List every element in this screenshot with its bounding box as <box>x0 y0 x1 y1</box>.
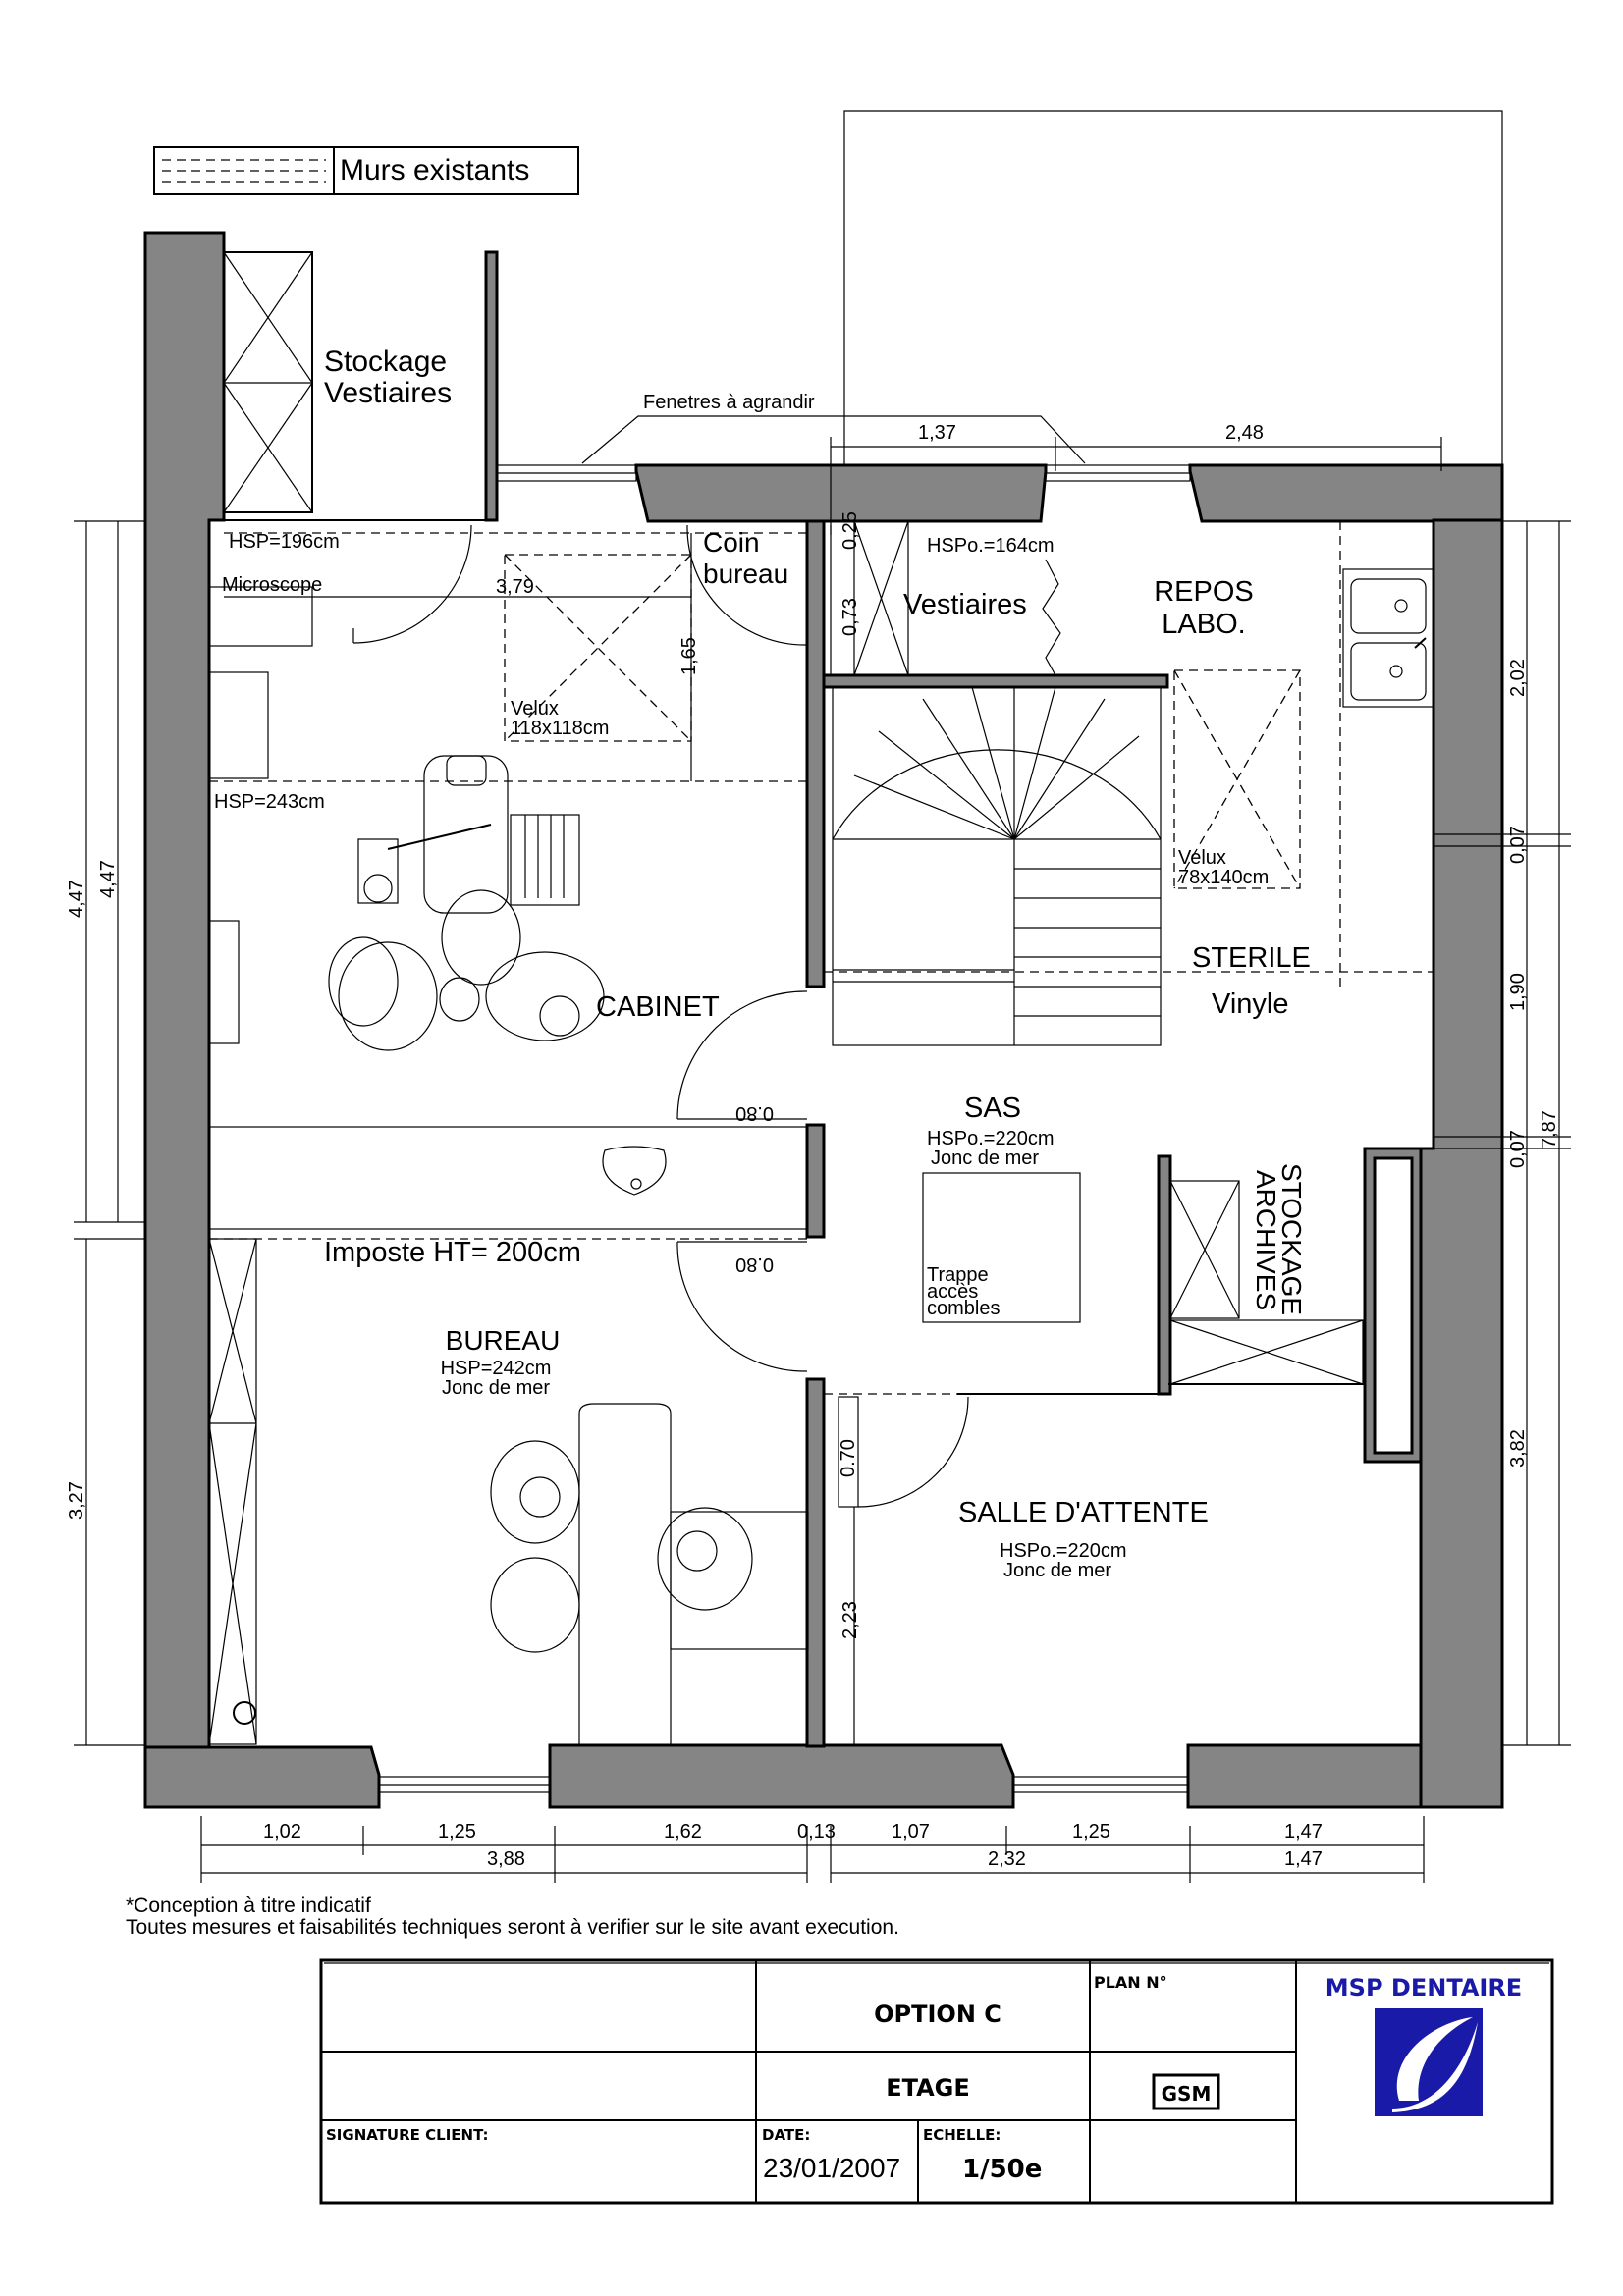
windows <box>378 464 1191 1793</box>
dim-165: 1,65 <box>678 637 700 675</box>
door-label-3: 0.70 <box>838 1439 859 1477</box>
door-label-2: 0.80 <box>735 1254 774 1275</box>
balcony-outline <box>843 110 1503 466</box>
dim-202: 2,02 <box>1507 659 1529 697</box>
label-bureau-hsp: HSP=242cm <box>441 1358 552 1379</box>
dim-137: 1,37 <box>918 422 956 444</box>
dim-b-125b: 1,25 <box>1072 1821 1110 1842</box>
dim-382: 3,82 <box>1507 1429 1529 1468</box>
dim-190: 1,90 <box>1507 973 1529 1011</box>
label-sas: SAS <box>964 1093 1021 1124</box>
label-hsp243: HSP=243cm <box>214 791 325 813</box>
gsm-logo-text: GSM <box>1162 2082 1212 2106</box>
dim-b-125: 1,25 <box>438 1821 476 1842</box>
label-archives: ARCHIVES <box>1251 1170 1281 1310</box>
label-sterile: STERILE <box>1192 942 1311 974</box>
label-acces: accès <box>927 1281 978 1303</box>
dim-248: 2,48 <box>1225 422 1264 444</box>
label-velux2-size: 78x140cm <box>1178 867 1269 888</box>
dim-007b: 0,07 <box>1507 1130 1529 1168</box>
title-echelle-label: ECHELLE: <box>923 2126 1001 2144</box>
dim-327: 3,27 <box>66 1481 87 1520</box>
dim-447b: 4,47 <box>97 860 119 898</box>
label-salle-attente: SALLE D'ATTENTE <box>958 1497 1209 1528</box>
legend-label: Murs existants <box>340 154 529 187</box>
label-vestiaires-top: Vestiaires <box>324 377 452 409</box>
label-imposte: Imposte HT= 200cm <box>324 1237 581 1268</box>
company-logo <box>1375 2008 1483 2116</box>
label-vestiaires: Vestiaires <box>903 589 1027 620</box>
doors <box>352 524 969 1508</box>
label-vinyle: Vinyle <box>1212 988 1288 1020</box>
title-plan-label: PLAN N° <box>1094 1973 1167 1992</box>
dim-b-162: 1,62 <box>664 1821 702 1842</box>
dimension-lines <box>74 437 1571 1883</box>
label-bureau-sol: Jonc de mer <box>442 1377 550 1399</box>
dim-787: 7,87 <box>1539 1110 1560 1148</box>
dim-073: 0,73 <box>839 598 861 636</box>
label-fenetres: Fenetres à agrandir <box>643 392 815 413</box>
label-sas-hsp: HSPo.=220cm <box>927 1128 1055 1149</box>
title-block: OPTION C ETAGE PLAN N° SIGNATURE CLIENT:… <box>319 1958 1554 2205</box>
dental-chair <box>328 755 605 1051</box>
storage-cabinet <box>209 251 486 521</box>
dim-b2-232: 2,32 <box>988 1848 1026 1870</box>
dim-379: 3,79 <box>496 576 534 598</box>
note-2: Toutes mesures et faisabilités technique… <box>126 1916 899 1939</box>
title-signature: SIGNATURE CLIENT: <box>326 2126 488 2144</box>
gsm-logo: GSM <box>1152 2073 1220 2110</box>
room-labels: Stockage Vestiaires Fenetres à agrandir … <box>214 346 1311 1581</box>
label-velux1-size: 118x118cm <box>511 718 609 739</box>
dim-b2-388: 3,88 <box>487 1848 525 1870</box>
staircase <box>832 686 1162 1046</box>
bureau-desk <box>490 1403 809 1746</box>
dim-b-013: 0,13 <box>797 1821 836 1842</box>
title-option: OPTION C <box>874 2001 1001 2028</box>
label-stockage-archives: STOCKAGE <box>1276 1163 1307 1315</box>
label-salle-sol: Jonc de mer <box>1003 1560 1111 1581</box>
bureau-cabinet <box>208 1238 257 1745</box>
label-sas-sol: Jonc de mer <box>931 1148 1039 1169</box>
label-velux2: Velux <box>1178 847 1226 869</box>
label-bureau: BUREAU <box>446 1325 561 1356</box>
label-repos: REPOS <box>1154 576 1254 608</box>
company-name: MSP DENTAIRE <box>1325 1974 1522 2002</box>
label-trappe: Trappe <box>927 1264 989 1286</box>
label-labo: LABO. <box>1162 609 1245 640</box>
dim-b-147: 1,47 <box>1284 1821 1323 1842</box>
label-hsp196: HSP=196cm <box>229 531 340 553</box>
dim-025: 0,25 <box>839 511 861 550</box>
label-bureau-coin: bureau <box>703 559 788 589</box>
dim-b-107: 1,07 <box>892 1821 930 1842</box>
dim-007a: 0,07 <box>1507 826 1529 864</box>
label-salle-hsp: HSPo.=220cm <box>1000 1540 1127 1562</box>
label-combles: combles <box>927 1298 1000 1319</box>
note-1: *Conception à titre indicatif <box>126 1895 371 1917</box>
dim-223: 2,23 <box>839 1601 861 1639</box>
label-microscope: Microscope <box>222 574 322 596</box>
label-velux1: Velux <box>511 698 559 720</box>
label-coin: Coin <box>703 527 760 558</box>
dimension-texts: 1,37 2,48 3,79 1,65 0,25 0,73 4,47 4,47 … <box>66 422 1560 1870</box>
legend: Murs existants <box>153 146 579 195</box>
walls <box>143 231 1504 1809</box>
title-etage: ETAGE <box>886 2074 970 2102</box>
label-hspo164: HSPo.=164cm <box>927 535 1055 557</box>
sink <box>1342 568 1434 708</box>
door-label-1: 0.80 <box>735 1102 774 1124</box>
title-date: 23/01/2007 <box>763 2153 900 2183</box>
dim-b-102: 1,02 <box>263 1821 301 1842</box>
dim-447a: 4,47 <box>66 880 87 918</box>
dim-b2-147: 1,47 <box>1284 1848 1323 1870</box>
title-echelle: 1/50e <box>962 2155 1042 2184</box>
label-stockage: Stockage <box>324 346 447 378</box>
label-cabinet: CABINET <box>596 991 720 1023</box>
title-date-label: DATE: <box>762 2126 810 2144</box>
